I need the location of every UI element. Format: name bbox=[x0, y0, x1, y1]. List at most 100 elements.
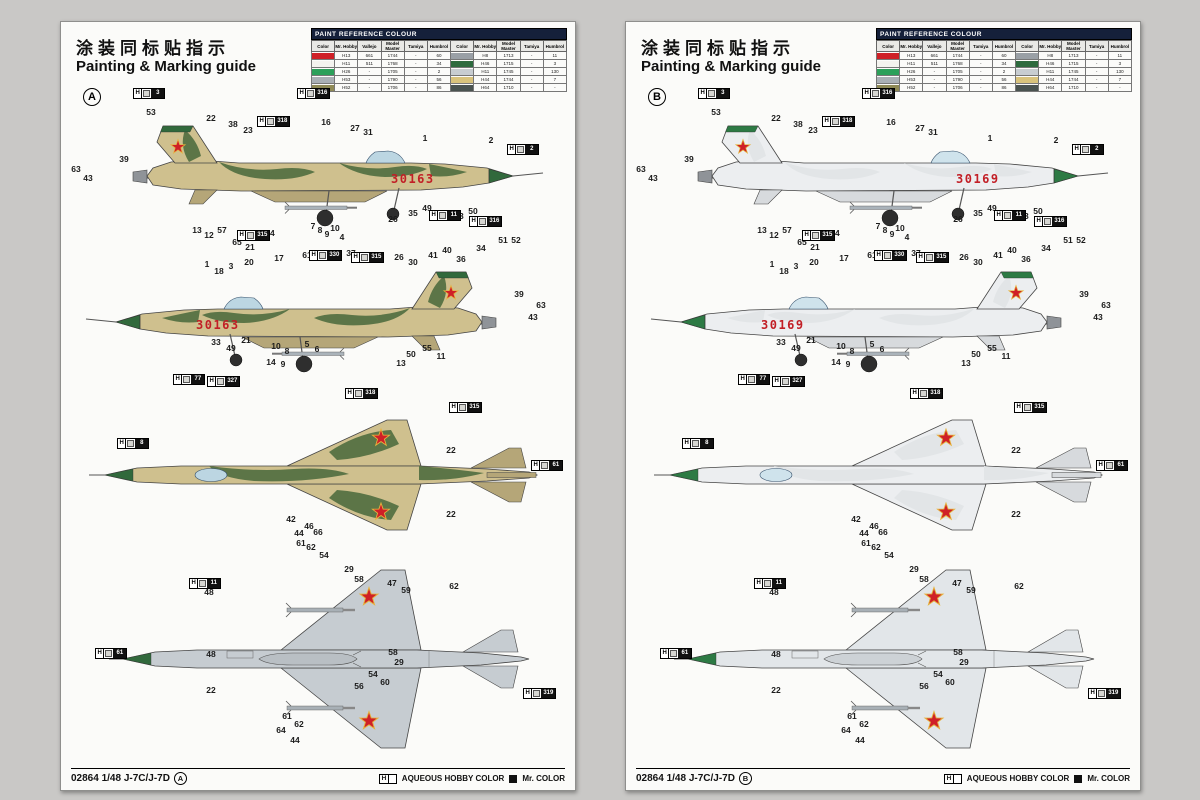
paint-code: H11 bbox=[1038, 67, 1063, 76]
paint-code: 1744 bbox=[945, 51, 970, 60]
color-swatch bbox=[310, 51, 336, 60]
paint-code: 1715 bbox=[1061, 59, 1086, 68]
paint-code: - bbox=[519, 59, 544, 68]
panel-footer: 02864 1/48 J-7C/J-7D B H AQUEOUS HOBBY C… bbox=[636, 768, 1130, 785]
paint-code: 3 bbox=[1107, 59, 1133, 68]
paint-code: 1745 bbox=[1061, 67, 1086, 76]
paint-code: 1715 bbox=[496, 59, 521, 68]
paint-code: H64 bbox=[1038, 83, 1063, 92]
paint-code: 2 bbox=[426, 67, 452, 76]
paint-code: 11 bbox=[542, 51, 568, 60]
paint-table-header: Tamiya bbox=[1084, 40, 1109, 52]
aircraft-bottom-view bbox=[674, 552, 1104, 767]
paint-code: 11 bbox=[1107, 51, 1133, 60]
paint-code: - bbox=[357, 67, 382, 76]
paint-code: 3 bbox=[542, 59, 568, 68]
paint-code: 56 bbox=[991, 75, 1017, 84]
paint-code: - bbox=[403, 83, 428, 92]
paint-code: 7 bbox=[542, 75, 568, 84]
paint-code: - bbox=[968, 83, 993, 92]
paint-code: - bbox=[968, 51, 993, 60]
paint-code: 1706 bbox=[945, 83, 970, 92]
mr-color-chip-icon bbox=[509, 774, 518, 783]
kit-number-label: 02864 1/48 J-7C/J-7D B bbox=[636, 772, 752, 785]
color-swatch bbox=[875, 67, 901, 76]
paint-table-header: Tamiya bbox=[403, 40, 428, 52]
color-swatch bbox=[1015, 51, 1040, 60]
paint-code: 2 bbox=[991, 67, 1017, 76]
paint-code: 661 bbox=[357, 51, 382, 60]
paint-table-header: Humbrol bbox=[542, 40, 568, 52]
paint-table-header: Color bbox=[450, 40, 475, 52]
paint-table-header: Mr. Hobby bbox=[334, 40, 359, 52]
aqueous-label: AQUEOUS HOBBY COLOR bbox=[966, 774, 1070, 783]
aircraft-views-a bbox=[61, 22, 575, 790]
paint-code: - bbox=[357, 75, 382, 84]
paint-code: H26 bbox=[334, 67, 359, 76]
paint-brand-legend: H AQUEOUS HOBBY COLOR Mr. COLOR bbox=[379, 773, 565, 784]
color-swatch bbox=[310, 59, 336, 68]
tail-number-side-right: 30169 bbox=[956, 172, 1000, 186]
paint-code: - bbox=[403, 67, 428, 76]
paint-code: 1790 bbox=[945, 75, 970, 84]
paint-table-header: Humbrol bbox=[426, 40, 452, 52]
paint-code: 56 bbox=[426, 75, 452, 84]
color-swatch bbox=[875, 51, 901, 60]
scheme-label-a: A bbox=[83, 88, 101, 106]
paint-code: - bbox=[403, 51, 428, 60]
paint-code: H52 bbox=[899, 83, 924, 92]
paint-code: - bbox=[968, 75, 993, 84]
aircraft-side-view-nose-right bbox=[89, 116, 544, 241]
paint-code: H52 bbox=[334, 83, 359, 92]
paint-table-header: Color bbox=[1015, 40, 1040, 52]
paint-code: 130 bbox=[542, 67, 568, 76]
paint-code: H11 bbox=[899, 59, 924, 68]
paint-table-header: Vallejo bbox=[357, 40, 382, 52]
mr-color-label: Mr. COLOR bbox=[522, 774, 565, 783]
paint-code: 1768 bbox=[945, 59, 970, 68]
color-swatch bbox=[450, 75, 475, 84]
paint-code: H53 bbox=[899, 75, 924, 84]
paint-code: - bbox=[1084, 75, 1109, 84]
paint-code: 86 bbox=[991, 83, 1017, 92]
scheme-circ-icon: B bbox=[738, 772, 752, 785]
color-swatch bbox=[450, 83, 475, 92]
color-swatch bbox=[450, 51, 475, 60]
kit-text: 02864 1/48 J-7C/J-7D bbox=[636, 773, 735, 784]
paint-code: 60 bbox=[426, 51, 452, 60]
paint-code: 1705 bbox=[945, 67, 970, 76]
paint-code: - bbox=[1084, 59, 1109, 68]
color-swatch bbox=[450, 59, 475, 68]
paint-table-header: Model Master bbox=[945, 40, 970, 52]
paint-table-header: Mr. Hobby bbox=[899, 40, 924, 52]
paint-code: 1705 bbox=[380, 67, 405, 76]
paint-code: - bbox=[968, 67, 993, 76]
paint-code: - bbox=[968, 59, 993, 68]
tail-number-side-left: 30163 bbox=[196, 318, 240, 332]
paint-table-header: Humbrol bbox=[991, 40, 1017, 52]
paint-code: H53 bbox=[334, 75, 359, 84]
paint-code: H44 bbox=[1038, 75, 1063, 84]
panel-title-chinese: 涂装同标贴指示 bbox=[641, 39, 795, 58]
paint-code: 1710 bbox=[1061, 83, 1086, 92]
aqueous-chip-icon: H bbox=[944, 773, 962, 784]
aircraft-top-view bbox=[89, 408, 544, 543]
kit-number-label: 02864 1/48 J-7C/J-7D A bbox=[71, 772, 187, 785]
aircraft-bottom-view bbox=[109, 552, 539, 767]
paint-code: - bbox=[1107, 83, 1133, 92]
color-swatch bbox=[875, 75, 901, 84]
paint-table-header: Color bbox=[875, 40, 901, 52]
paint-table-title: PAINT REFERENCE COLOUR bbox=[876, 28, 1132, 40]
paint-code: 86 bbox=[426, 83, 452, 92]
color-swatch bbox=[875, 83, 901, 92]
panel-footer: 02864 1/48 J-7C/J-7D A H AQUEOUS HOBBY C… bbox=[71, 768, 565, 785]
aircraft-views-b bbox=[626, 22, 1140, 790]
